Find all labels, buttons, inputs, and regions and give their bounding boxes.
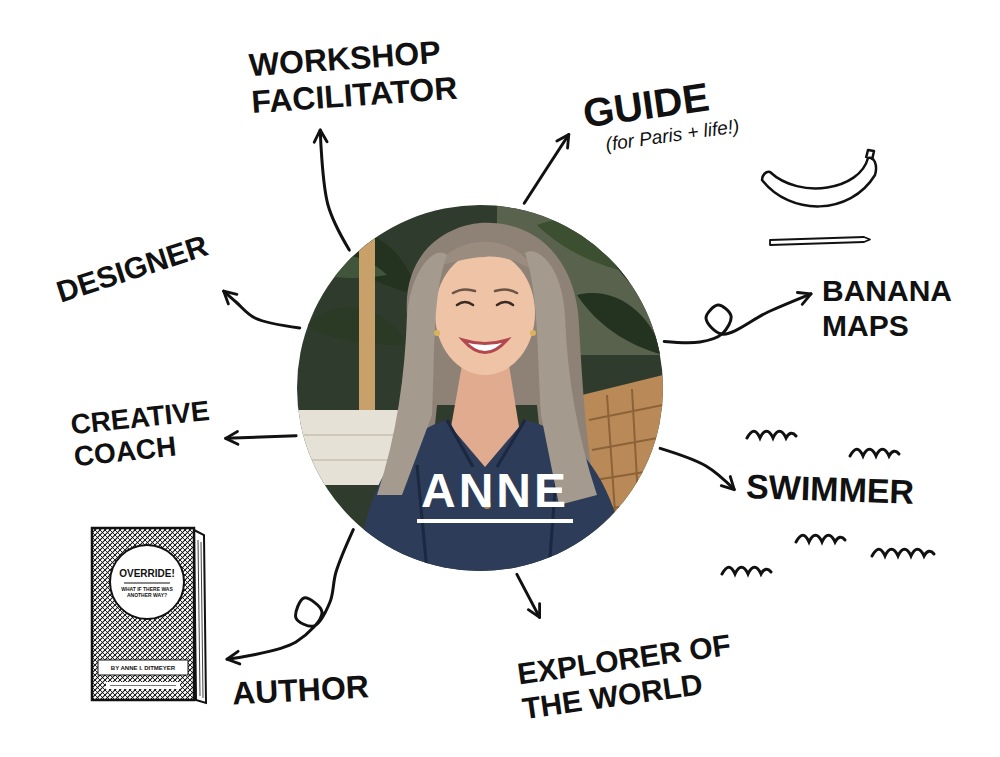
pencil <box>770 237 870 245</box>
earring <box>530 330 536 336</box>
book-cover-ground <box>92 528 194 700</box>
role-label: EXPLORER OF THE WORLD <box>511 624 749 728</box>
wave <box>872 549 934 556</box>
role-label: BANANA MAPS <box>818 272 955 345</box>
role-label: DESIGNER <box>48 225 217 313</box>
book-cover <box>92 528 194 700</box>
smile <box>463 340 507 353</box>
role-label: GUIDE(for Paris + life!) <box>576 67 745 160</box>
banana <box>762 158 876 207</box>
role-arrow <box>524 134 569 203</box>
role-arrow <box>227 530 353 660</box>
role-arrow <box>224 291 300 328</box>
palm-leaf <box>307 308 407 345</box>
portrait-circle: ANNE <box>297 205 663 571</box>
role-text: SWIMMER <box>745 467 914 512</box>
eyes <box>457 302 513 305</box>
role-arrow <box>664 294 811 343</box>
role-text: EXPLORER OF THE WORLD <box>515 627 744 726</box>
role-text: DESIGNER <box>53 229 213 310</box>
banana-stem <box>866 150 874 160</box>
role-text: CREATIVE COACH <box>69 395 214 474</box>
wave <box>850 449 899 456</box>
book-cover-text-box: WHAT IF THERE WAS ANOTHER WAY? <box>119 587 175 599</box>
role-arrow <box>226 436 296 439</box>
book-cover-text-box: OVERRIDE! <box>111 568 183 580</box>
hair-left <box>377 253 447 496</box>
banana-maps-sketch <box>762 150 876 245</box>
role-label: WORKSHOP FACILITATOR <box>244 31 463 123</box>
page-lines <box>198 540 203 698</box>
subtitle-band <box>106 682 180 689</box>
palm-leaf <box>597 215 632 285</box>
role-arrow <box>660 448 734 489</box>
hair-fringe <box>437 242 537 275</box>
book-illustration <box>92 528 206 703</box>
water-waves <box>722 431 934 574</box>
wave <box>796 535 845 542</box>
wave <box>747 431 796 438</box>
author-band <box>98 660 188 675</box>
role-text: WORKSHOP FACILITATOR <box>248 33 459 121</box>
role-label: CREATIVE COACH <box>65 392 219 475</box>
wave <box>722 567 771 574</box>
title-underline <box>124 582 170 583</box>
wooden-post <box>359 205 375 420</box>
neck <box>451 365 519 467</box>
palm-leaf <box>577 293 663 355</box>
cover-circle <box>110 545 184 619</box>
book-cover-text-box: BY ANNE I. DITMEYER <box>97 665 189 672</box>
book-cover-text: WHAT IF THERE WAS ANOTHER WAY? <box>119 587 175 599</box>
face <box>435 251 535 375</box>
earring <box>434 330 440 336</box>
book-cover-text: BY ANNE I. DITMEYER <box>97 665 189 672</box>
role-text: AUTHOR <box>231 668 370 712</box>
portrait-photo <box>297 205 663 571</box>
name-label: ANNE <box>417 467 573 523</box>
eyebrows <box>453 289 517 293</box>
book-cover-text: OVERRIDE! <box>111 568 183 580</box>
subtitle-band-line <box>110 685 176 686</box>
book-pages <box>194 530 206 703</box>
hair <box>377 223 597 505</box>
role-label: SWIMMER <box>741 465 918 514</box>
role-label: AUTHOR <box>227 666 374 714</box>
connector-group <box>224 130 811 659</box>
role-arrow <box>517 574 540 617</box>
photo-background <box>297 205 663 571</box>
role-arrow <box>320 130 349 250</box>
role-text: BANANA MAPS <box>822 274 951 343</box>
